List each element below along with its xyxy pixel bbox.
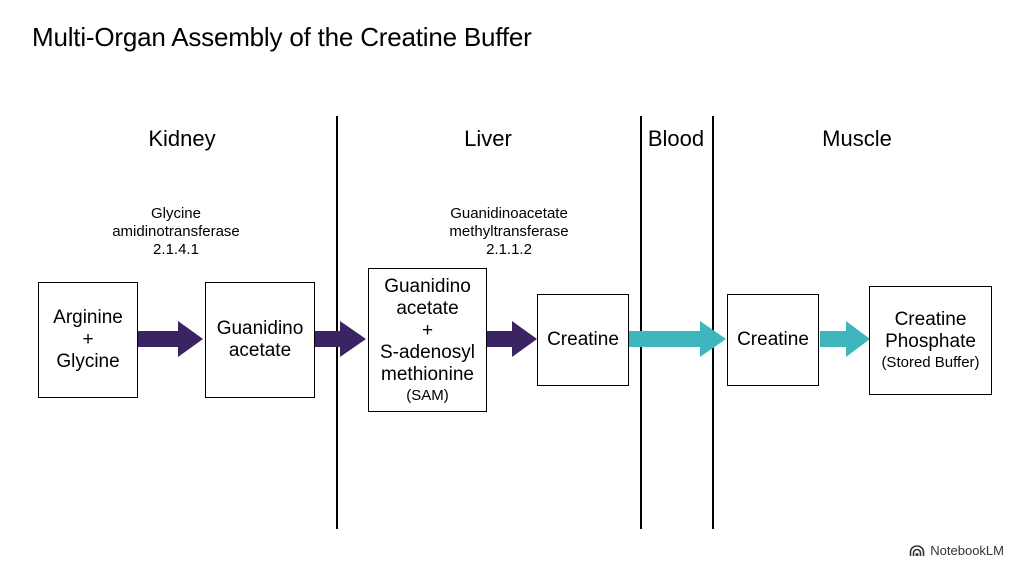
box-sam-line-5: methionine <box>381 363 474 385</box>
notebooklm-brand: NotebookLM <box>909 543 1004 558</box>
region-label-liver: Liver <box>464 126 512 151</box>
box-guanidinoacetate-sam: Guanidino acetate + S-adenosyl methionin… <box>368 268 487 412</box>
region-label-muscle: Muscle <box>822 126 892 151</box>
notebooklm-logo-icon <box>909 544 925 556</box>
box-phosphate-line-2: Phosphate <box>885 331 976 352</box>
box-creatine-liver: Creatine <box>537 294 629 386</box>
box-sam-line-3: + <box>421 319 434 341</box>
box-creatine-muscle-label: Creatine <box>737 329 809 350</box>
region-label-kidney: Kidney <box>148 126 216 151</box>
arrow-muscle-step <box>820 321 870 357</box>
arrow-liver-step <box>487 321 537 357</box>
box-arginine-glycine: Arginine + Glycine <box>38 282 138 398</box>
page-title: Multi-Organ Assembly of the Creatine Buf… <box>32 22 532 52</box>
box-creatine-muscle: Creatine <box>727 294 819 386</box>
box-guanidinoacetate-line-1: Guanidino <box>216 318 304 339</box>
enzyme-kidney-line-2: amidinotransferase <box>112 223 240 240</box>
box-phosphate-line-3: (Stored Buffer) <box>881 354 980 371</box>
enzyme-liver-ec-number: 2.1.1.2 <box>486 241 532 258</box>
box-arginine-line-1: Arginine <box>53 307 123 328</box>
enzyme-label-liver: Guanidinoacetate methyltransferase 2.1.1… <box>449 205 568 259</box>
box-creatine-liver-label: Creatine <box>547 329 619 350</box>
arrow-kidney-to-liver <box>315 321 366 357</box>
enzyme-liver-line-1: Guanidinoacetate <box>450 205 568 222</box>
box-sam-line-1: Guanidino <box>384 275 471 297</box>
box-phosphate-line-1: Creatine <box>894 309 967 330</box>
box-sam-line-4: S-adenosyl <box>379 341 476 363</box>
divider-blood-muscle <box>712 116 714 529</box>
box-arginine-line-2: + <box>82 329 94 350</box>
arrow-kidney-step <box>138 321 203 357</box>
box-guanidinoacetate-line-2: acetate <box>228 340 292 361</box>
box-arginine-line-3: Glycine <box>56 351 120 372</box>
box-sam-line-6: (SAM) <box>406 386 449 404</box>
enzyme-kidney-line-1: Glycine <box>150 205 202 222</box>
box-guanidinoacetate-kidney: Guanidino acetate <box>205 282 315 398</box>
box-creatine-phosphate: Creatine Phosphate (Stored Buffer) <box>869 286 992 395</box>
box-sam-line-2: acetate <box>396 297 459 319</box>
brand-label: NotebookLM <box>930 543 1004 558</box>
enzyme-label-kidney: Glycine amidinotransferase 2.1.4.1 <box>112 205 240 259</box>
divider-liver-blood <box>640 116 642 529</box>
region-label-blood: Blood <box>647 126 705 151</box>
enzyme-liver-line-2: methyltransferase <box>449 223 569 240</box>
divider-kidney-liver <box>336 116 338 529</box>
enzyme-kidney-ec-number: 2.1.4.1 <box>153 241 199 258</box>
